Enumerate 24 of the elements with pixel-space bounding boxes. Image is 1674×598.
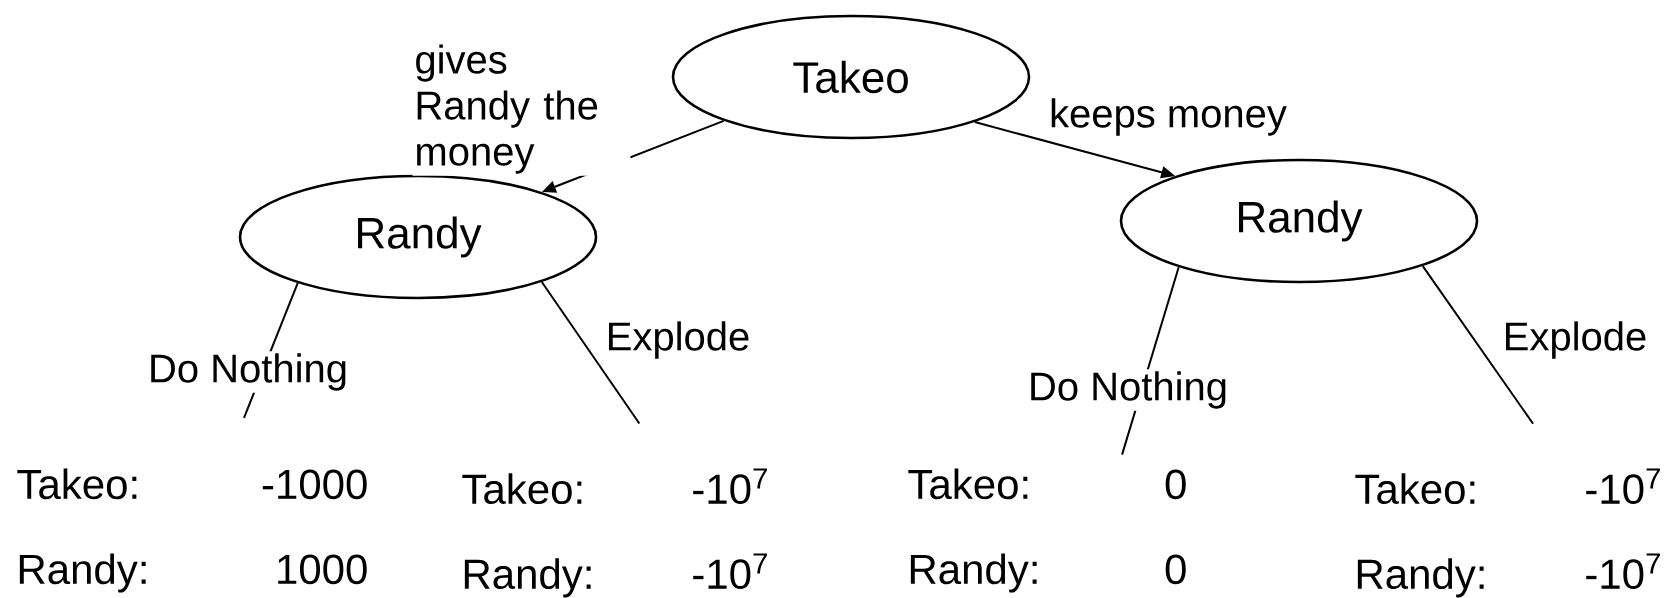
- edge-label: gives Randy the money: [412, 42, 631, 176]
- edge-label: Do Nothing: [145, 351, 351, 393]
- branch-line: [540, 281, 641, 425]
- payoff-label: Takeo:: [462, 473, 582, 505]
- edge-label: Do Nothing: [1025, 369, 1231, 411]
- edge-label: Explode: [603, 319, 753, 361]
- payoff-label: Takeo:: [1355, 473, 1475, 505]
- edge-label: Explode: [1500, 319, 1650, 361]
- payoff-value: -10$^{7}$: [693, 468, 767, 505]
- payoff-value: -1000: [262, 469, 367, 500]
- branch-line: [1421, 265, 1535, 425]
- payoff-value: 1000: [278, 554, 367, 585]
- payoff-label: Randy:: [19, 553, 146, 593]
- payoff-value: 0: [1165, 469, 1186, 500]
- payoff-label: Randy:: [464, 558, 591, 598]
- payoff-label: Randy:: [1357, 558, 1484, 598]
- payoff-label: Takeo:: [908, 468, 1028, 500]
- edge-label: keeps money: [1047, 96, 1289, 138]
- payoff-value: 0: [1165, 554, 1186, 585]
- payoff-label: Randy:: [910, 553, 1037, 593]
- payoff-value: -10$^{7}$: [693, 553, 767, 590]
- payoff-value: -10$^{7}$: [1586, 553, 1660, 590]
- payoff-value: -10$^{7}$: [1586, 468, 1660, 505]
- payoff-label: Takeo:: [17, 468, 137, 500]
